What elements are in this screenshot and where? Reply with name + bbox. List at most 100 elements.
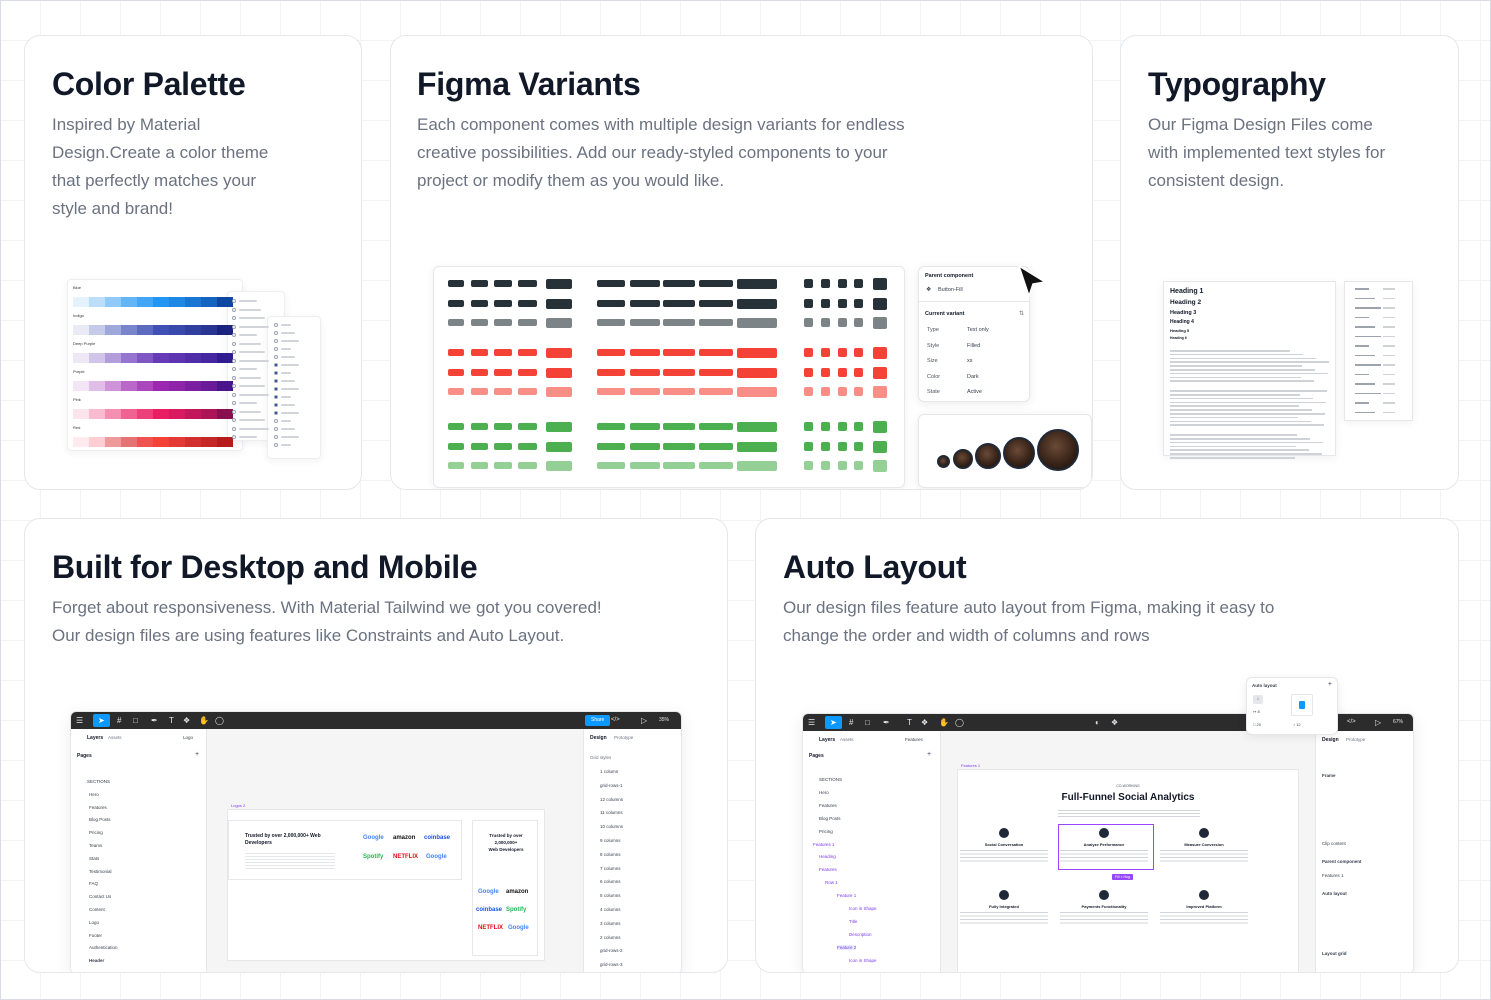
padding-input[interactable]: □ 20 — [1253, 722, 1261, 727]
dev-mode-icon[interactable]: </> — [1347, 719, 1356, 725]
grid-style-item[interactable]: 7 columns — [600, 865, 621, 871]
components-tool-icon[interactable]: ❖ — [183, 716, 191, 725]
text-tool-icon[interactable]: T — [169, 716, 174, 725]
layers-tab[interactable]: Layers — [819, 737, 836, 743]
shape-tool-icon[interactable]: □ — [133, 716, 138, 725]
layer-item[interactable]: Heading — [819, 854, 836, 860]
grid-style-item[interactable]: 5 columns — [600, 893, 621, 899]
assets-tab[interactable]: Assets — [840, 737, 854, 742]
move-tool-button[interactable] — [825, 716, 842, 729]
layer-item[interactable]: FAQ — [89, 881, 99, 887]
figma-menu-icon[interactable]: ☰ — [808, 718, 816, 727]
hand-tool-icon[interactable]: ✋ — [939, 718, 949, 727]
design-panel-item[interactable]: Auto layout — [1322, 891, 1347, 896]
components-tool-icon[interactable]: ❖ — [921, 718, 929, 727]
current-page-tab[interactable]: Features — [905, 737, 923, 742]
layer-item[interactable]: Icon in Shape — [849, 957, 877, 963]
present-icon[interactable]: ▷ — [641, 716, 648, 725]
design-tab[interactable]: Design — [590, 735, 607, 741]
layer-item[interactable]: Footer — [89, 932, 103, 938]
alignment-box[interactable] — [1291, 694, 1313, 716]
shape-tool-icon[interactable]: □ — [865, 718, 870, 727]
variant-prop-value[interactable]: Filled — [967, 342, 981, 349]
layer-item[interactable]: Stats — [89, 855, 100, 861]
prototype-tab[interactable]: Prototype — [1346, 737, 1366, 742]
variant-prop-value[interactable]: xs — [967, 358, 973, 364]
share-button[interactable]: Share — [585, 715, 611, 726]
logos-frame[interactable]: Trusted by over 2,000,000+ Web Developer… — [227, 809, 545, 961]
comment-tool-icon[interactable]: ◯ — [215, 716, 224, 725]
design-panel-item[interactable]: Clip content — [1322, 841, 1346, 846]
add-icon[interactable]: + — [1327, 681, 1332, 688]
present-icon[interactable]: ▷ — [1375, 718, 1382, 727]
layer-item[interactable]: Blog Posts — [819, 815, 841, 821]
variant-prop-value[interactable]: Text only — [967, 327, 989, 333]
move-tool-button[interactable] — [93, 714, 110, 727]
hand-tool-icon[interactable]: ✋ — [199, 716, 209, 725]
comment-tool-icon[interactable]: ◯ — [955, 718, 964, 727]
layer-item[interactable]: Authentication — [89, 945, 118, 951]
layer-item[interactable]: Icon in Shape — [849, 906, 877, 911]
gap-input[interactable]: ↦ 8 — [1253, 709, 1260, 714]
variant-prop-value[interactable]: Dark — [967, 373, 979, 380]
layer-item[interactable]: Contact Us — [89, 894, 112, 900]
add-page-icon[interactable]: + — [195, 751, 200, 758]
grid-style-item[interactable]: 10 columns — [600, 824, 624, 830]
layer-item[interactable]: Hero — [819, 789, 829, 795]
layer-item[interactable]: Hero — [89, 791, 99, 797]
layer-item[interactable]: Content — [89, 907, 105, 912]
layer-item[interactable]: Description — [849, 931, 872, 937]
layer-item[interactable]: Logo — [89, 919, 100, 925]
design-panel-item[interactable]: Frame — [1322, 773, 1336, 778]
grid-style-item[interactable]: grid-rows-3 — [600, 962, 623, 968]
grid-style-item[interactable]: 1 column — [600, 769, 619, 774]
layer-item[interactable]: Features — [819, 802, 837, 808]
layer-item[interactable]: Title — [849, 918, 858, 924]
grid-style-item[interactable]: grid-rows-1 — [600, 782, 623, 788]
frame-label[interactable]: Logos 2 — [231, 803, 246, 808]
grid-style-item[interactable]: 11 columns — [600, 810, 623, 816]
parent-component-value[interactable]: Button-Fill — [938, 287, 963, 293]
design-panel-item[interactable]: Features 1 — [1322, 873, 1344, 878]
layer-item[interactable]: Feature 2 — [837, 944, 857, 950]
layer-item[interactable]: Pricing — [89, 830, 103, 836]
frame-tool-icon[interactable]: # — [849, 718, 854, 727]
layer-item[interactable]: SECTIONS — [819, 777, 843, 782]
layer-item[interactable]: Features 1 — [813, 841, 835, 847]
frame-label-autolayout[interactable]: Features 1 — [961, 763, 981, 768]
design-panel-item[interactable]: Parent component — [1322, 859, 1362, 864]
grid-style-item[interactable]: 2 columns — [600, 934, 621, 940]
layer-item[interactable]: Header — [89, 958, 105, 964]
layer-item[interactable]: Testimonial — [89, 868, 112, 874]
grid-style-item[interactable]: 12 columns — [600, 796, 624, 802]
adjust-icon[interactable]: ⇅ — [1019, 311, 1025, 317]
prototype-tab[interactable]: Prototype — [614, 735, 634, 740]
grid-style-item[interactable]: 3 columns — [600, 920, 621, 926]
pen-tool-icon[interactable]: ✒ — [151, 716, 158, 725]
direction-down-icon[interactable]: ↓ — [1253, 695, 1263, 704]
contrast-icon[interactable]: ◐ — [1095, 718, 1100, 727]
instance-icon[interactable]: ❖ — [1111, 718, 1119, 727]
grid-style-item[interactable]: 4 columns — [600, 907, 621, 912]
layer-item[interactable]: Feature 1 — [837, 893, 857, 899]
design-panel-item[interactable]: Layout grid — [1322, 951, 1347, 956]
figma-menu-icon[interactable]: ☰ — [76, 716, 84, 725]
grid-style-item[interactable]: 6 columns — [600, 879, 621, 885]
layer-item[interactable]: Blog Posts — [89, 817, 111, 823]
dev-mode-icon[interactable]: </> — [611, 717, 620, 723]
layer-item[interactable]: Pricing — [819, 828, 833, 834]
assets-tab[interactable]: Assets — [108, 735, 122, 740]
layer-item[interactable]: Teams — [89, 843, 103, 848]
zoom-level[interactable]: 35% — [659, 717, 670, 723]
grid-style-item[interactable]: 9 columns — [600, 838, 621, 843]
features-frame[interactable]: CO-WORKING Full-Funnel Social Analytics … — [957, 769, 1299, 972]
layer-item[interactable]: Row 1 — [825, 880, 838, 886]
text-tool-icon[interactable]: T — [907, 718, 912, 727]
pen-tool-icon[interactable]: ✒ — [883, 718, 890, 727]
grid-style-item[interactable]: 8 columns — [600, 851, 621, 857]
layer-item[interactable]: Features — [819, 867, 837, 873]
add-page-icon[interactable]: + — [927, 751, 932, 758]
layer-item[interactable]: Features — [89, 804, 107, 810]
zoom-level[interactable]: 67% — [1393, 719, 1404, 725]
layers-tab[interactable]: Layers — [87, 735, 104, 741]
